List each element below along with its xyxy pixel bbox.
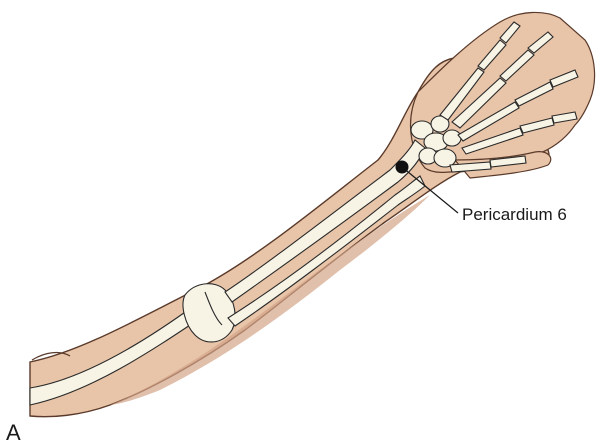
callout-label: Pericardium 6 bbox=[462, 205, 567, 224]
ulna-bone bbox=[228, 176, 425, 326]
panel-letter: A bbox=[6, 420, 21, 444]
acupoint-marker bbox=[396, 161, 409, 174]
